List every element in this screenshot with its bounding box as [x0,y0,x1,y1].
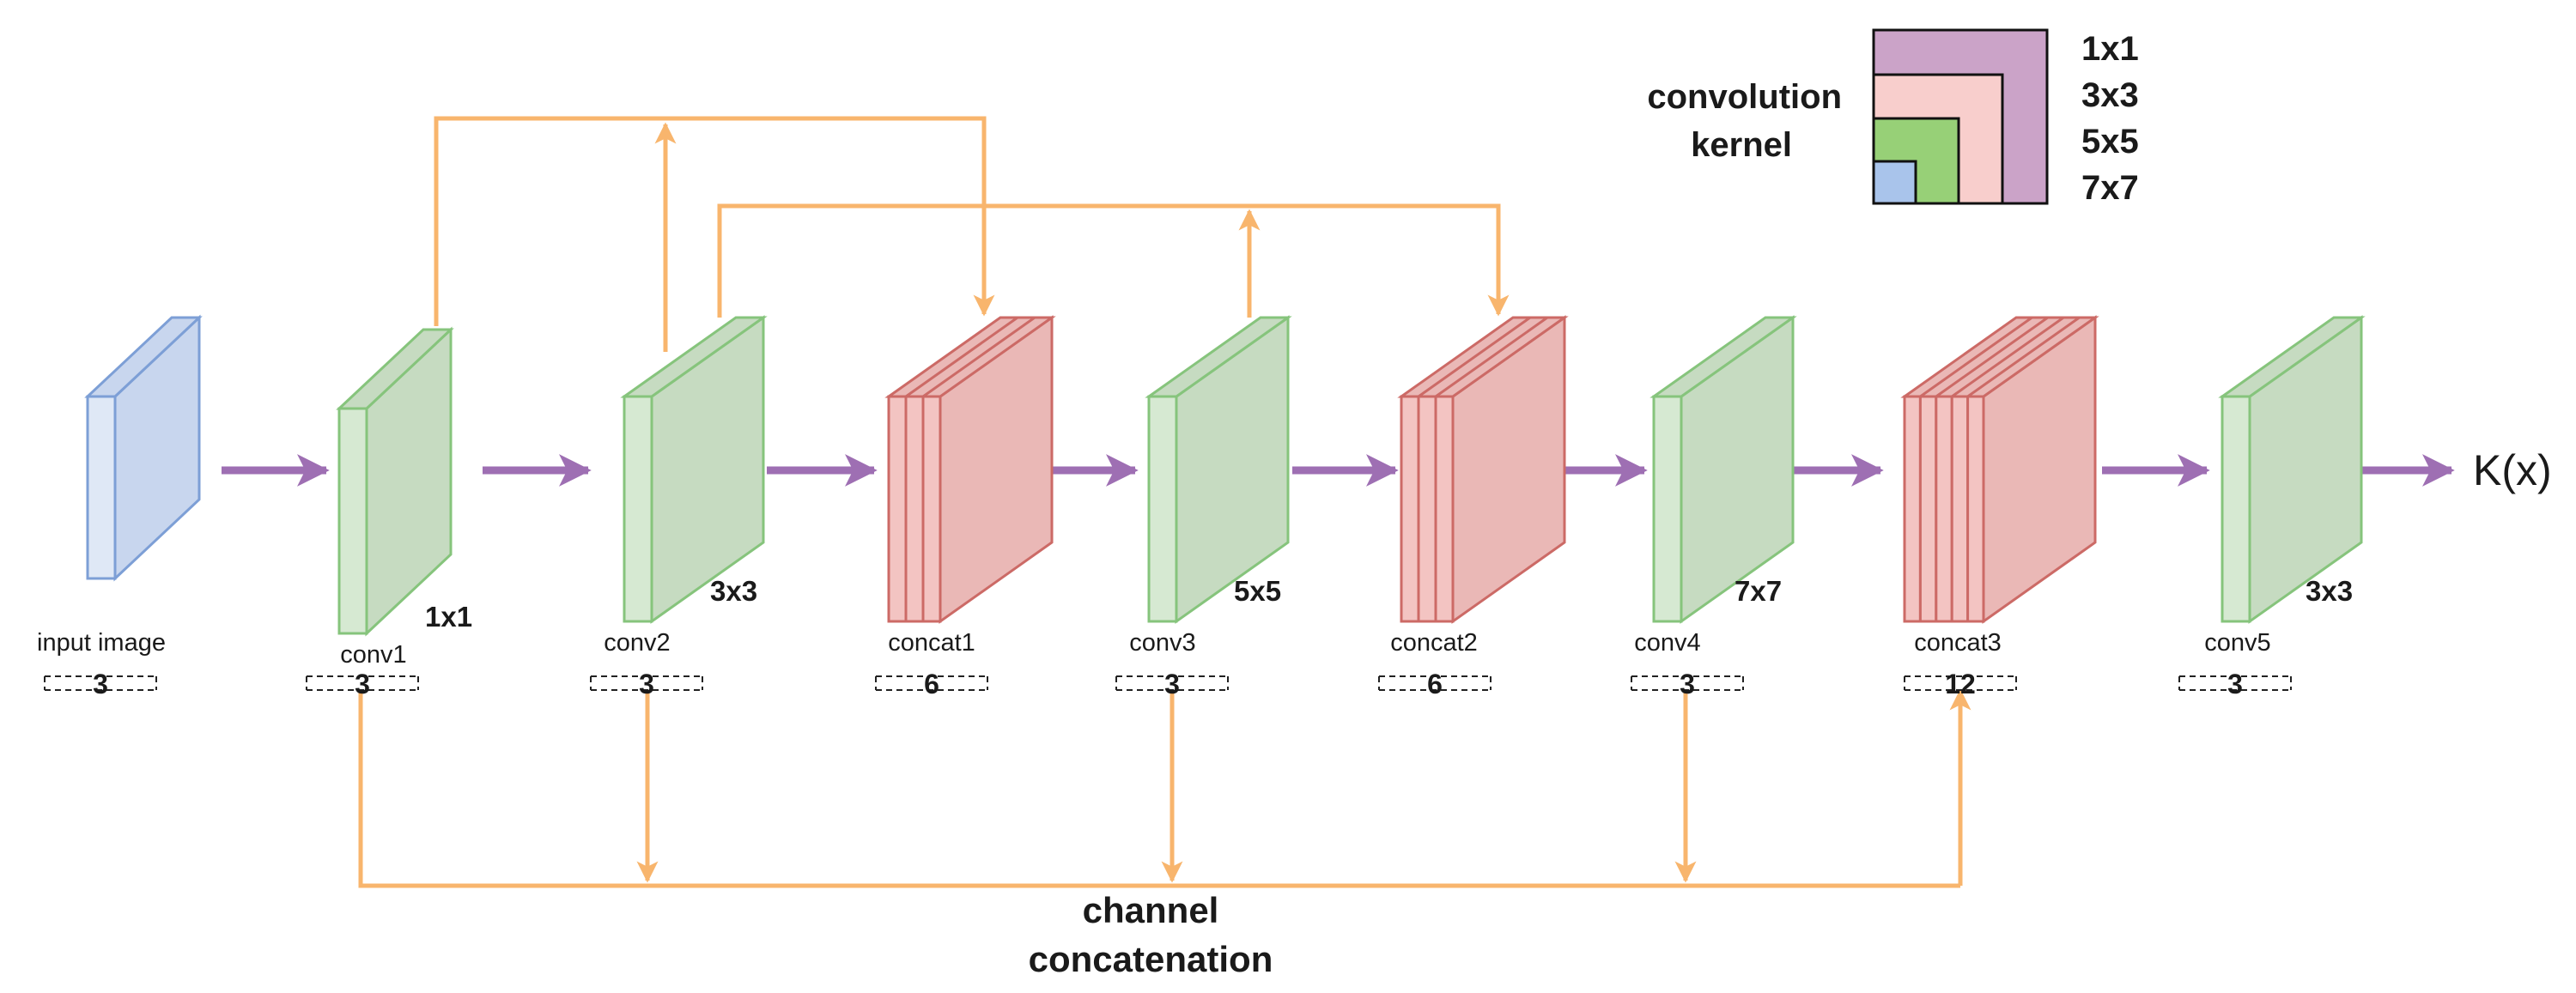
channel-count-concat3: 12 [1945,669,1976,699]
channel-bracket-conv2 [590,675,703,691]
layer-labels: input image3conv131x1conv233x3concat16co… [37,575,2353,699]
layer-front-slice [2221,395,2251,623]
layer-block-conv2 [620,315,768,624]
layer-slice-edge [922,316,1036,398]
layer-slice-edge [1418,316,1531,398]
channel-bracket-conv5 [2178,675,2292,691]
layer-name-input: input image [37,629,166,657]
layer-slice-edge [1435,316,1548,398]
layer-front-slice [86,395,117,580]
legend-item-5x5: 5x5 [2081,123,2139,160]
layer-name-conv2: conv2 [604,629,670,657]
legend-item-7x7: 7x7 [2081,169,2139,207]
kernel-size-conv3: 5x5 [1234,575,1281,607]
channel-bracket-concat3 [1904,675,2017,691]
channel-count-concat2: 6 [1427,669,1443,699]
layer-block-concat2 [1397,315,1569,624]
channel-count-conv4: 3 [1680,669,1695,699]
kernel-size-conv4: 7x7 [1735,575,1782,607]
legend-item-3x3: 3x3 [2081,76,2139,114]
layer-block-input [84,314,203,582]
kernel-size-conv1: 1x1 [425,601,472,633]
layer-slice-edge [1951,316,2065,398]
layer-front-slice [1434,395,1455,623]
legend-title-line2: kernel [1691,126,1792,164]
layer-front-slice [1400,395,1420,623]
kernel-size-conv5: 3x3 [2306,575,2353,607]
layer-slice-edge [905,316,1018,398]
channel-count-conv3: 3 [1164,669,1180,699]
layer-name-concat3: concat3 [1914,629,2002,657]
layer-name-conv1: conv1 [340,641,406,669]
skip-connections [358,116,1971,888]
channel-bracket-conv3 [1115,675,1229,691]
layer-slice-edge [1919,316,2033,398]
layer-block-concat3 [1900,315,2099,624]
skip-connection [717,203,1510,318]
skip-connection [358,692,1960,888]
layer-front-slice [623,395,653,623]
channel-brackets [44,675,2292,691]
channel-count-conv2: 3 [639,669,654,699]
layer-block-conv5 [2218,315,2366,624]
layer-front-slice [921,395,942,623]
channel-count-conv5: 3 [2227,669,2243,699]
channel-bracket-conv1 [306,675,419,691]
layer-front-slice [1147,395,1178,623]
layer-blocks [84,314,2366,637]
channel-count-conv1: 3 [355,669,370,699]
layer-front-slice [1417,395,1437,623]
layer-name-concat2: concat2 [1390,629,1478,657]
layer-front-slice [1950,395,1970,623]
layer-name-conv3: conv3 [1129,629,1195,657]
kernel-legend: convolution kernel 1x1 3x3 5x5 7x7 [1647,28,2139,207]
channel-bracket-conv4 [1631,675,1744,691]
channel-count-input: 3 [93,669,108,699]
layer-block-conv4 [1649,315,1797,624]
layer-block-concat1 [884,315,1056,624]
legend-item-1x1: 1x1 [2081,30,2139,68]
layer-slice-edge [1935,316,2049,398]
layer-slice-edge [1966,316,2081,398]
channel-concatenation-label-line1: channel [1083,890,1219,930]
layer-front-slice [1652,395,1683,623]
layer-front-slice [1966,395,1985,623]
kernel-size-conv2: 3x3 [710,575,757,607]
layer-front-slice [1935,395,1953,623]
layer-block-conv3 [1145,315,1292,624]
layer-front-slice [1903,395,1922,623]
skip-connection [434,116,995,326]
layer-block-conv1 [336,326,454,637]
layer-name-conv5: conv5 [2204,629,2270,657]
layer-front-slice [887,395,908,623]
output-label: K(x) [2473,446,2552,494]
layer-front-slice [337,407,368,635]
legend-title-line1: convolution [1647,78,1842,116]
layer-front-slice [1918,395,1938,623]
layer-front-slice [904,395,925,623]
channel-bracket-concat1 [875,675,988,691]
channel-concatenation-label-line2: concatenation [1029,939,1273,979]
channel-bracket-concat2 [1378,675,1492,691]
layer-name-conv4: conv4 [1634,629,1700,657]
legend-square-7x7 [1872,160,1917,205]
layer-name-concat1: concat1 [888,629,975,657]
channel-count-concat1: 6 [924,669,939,699]
channel-bracket-input [44,675,157,691]
